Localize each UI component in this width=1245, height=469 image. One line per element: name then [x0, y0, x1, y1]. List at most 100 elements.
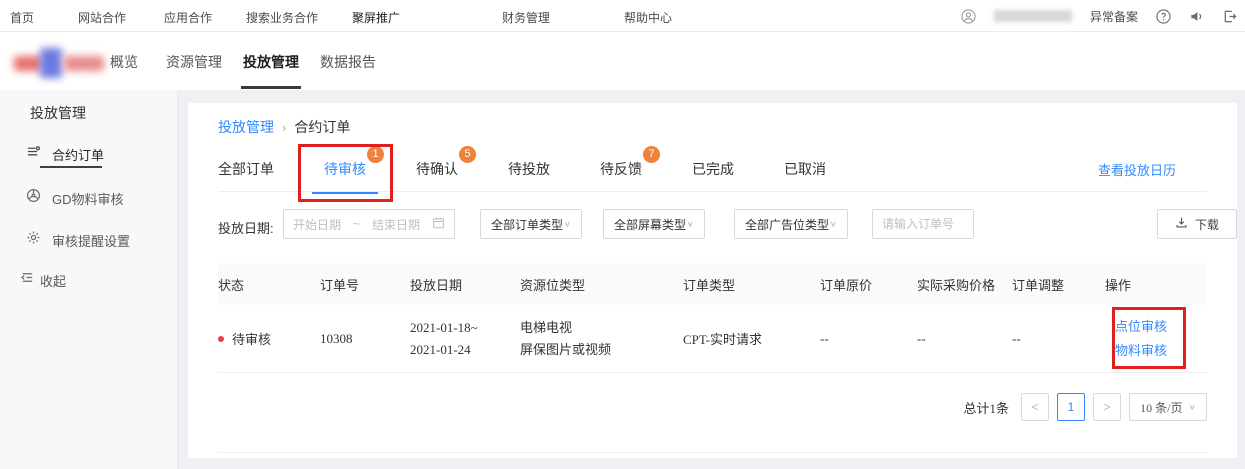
adslot-type-select[interactable]: 全部广告位类型 ∨	[734, 209, 848, 239]
delivery-date-cell: 2021-01-18~ 2021-01-24	[410, 319, 478, 357]
top-nav-help-center[interactable]: 帮助中心	[624, 11, 673, 25]
top-nav-website-coop[interactable]: 网站合作	[78, 11, 127, 25]
breadcrumb-contract-orders: 合约订单	[294, 119, 351, 135]
breadcrumb-delivery-mgmt[interactable]: 投放管理	[218, 119, 274, 135]
tab-cancelled[interactable]: 已取消	[784, 161, 826, 177]
collapse-icon	[20, 270, 35, 288]
tabs-divider	[218, 191, 1207, 192]
end-date-placeholder: 结束日期	[372, 217, 421, 232]
spot-review-link[interactable]: 点位审核	[1115, 318, 1168, 334]
tab-all-orders[interactable]: 全部订单	[218, 161, 274, 177]
top-nav-search-coop[interactable]: 搜索业务合作	[246, 11, 319, 25]
actions-cell: 点位审核 物料审核	[1105, 315, 1207, 363]
order-status-tabs: 全部订单 待审核 1 待确认 5 待投放 待反馈 7 已完成 已取消	[206, 146, 838, 194]
breadcrumb-separator: ›	[282, 119, 287, 135]
pagination-total: 总计1条	[963, 400, 1009, 416]
main-content-card: 投放管理 › 合约订单 全部订单 待审核 1 待确认 5 待投放 待反馈 7 已…	[188, 103, 1237, 458]
col-order-type: 订单类型	[683, 277, 736, 293]
col-delivery-date: 投放日期	[410, 277, 463, 293]
sidebar-collapse-button[interactable]: 收起	[0, 268, 178, 290]
col-resource-type: 资源位类型	[520, 277, 586, 293]
col-actual-price: 实际采购价格	[917, 277, 996, 293]
material-wheel-icon	[26, 188, 41, 206]
sidebar-item-contract-orders[interactable]: 合约订单	[0, 142, 178, 168]
start-date-placeholder: 开始日期	[293, 217, 342, 232]
download-button[interactable]: 下载	[1157, 209, 1237, 239]
bottom-divider	[218, 452, 1207, 453]
order-id-input[interactable]	[872, 209, 974, 239]
top-nav-right: 异常备案	[961, 0, 1237, 32]
chevron-down-icon: ∨	[686, 219, 694, 229]
app-nav-overview[interactable]: 概览	[110, 54, 138, 70]
actual-price-cell: --	[917, 330, 926, 346]
sidebar-item-gd-material-review[interactable]: GD物料审核	[0, 186, 178, 208]
tab-pending-delivery[interactable]: 待投放	[508, 161, 550, 177]
top-nav-juping-promo[interactable]: 聚屏推广	[352, 11, 401, 36]
date-range-separator: ~	[353, 217, 361, 231]
status-dot-icon	[218, 335, 224, 342]
chevron-down-icon: ∨	[563, 219, 571, 229]
top-nav-finance[interactable]: 财务管理	[502, 11, 551, 25]
tab-pending-review[interactable]: 待审核 1	[312, 146, 384, 194]
help-question-icon[interactable]	[1156, 8, 1171, 24]
badge-pending-confirm-count: 5	[459, 146, 476, 163]
table-row: 待审核 10308 2021-01-18~ 2021-01-24 电梯电视 屏保…	[218, 305, 1207, 373]
logo-blurred	[14, 48, 119, 78]
sidebar-collapse-label: 收起	[40, 274, 67, 289]
date-range-picker[interactable]: 开始日期 ~ 结束日期	[283, 209, 455, 239]
orders-table: 状态 订单号 投放日期 资源位类型 订单类型 订单原价 实际采购价格 订单调整 …	[218, 263, 1207, 373]
status-cell: 待审核	[218, 329, 320, 348]
sidebar-item-label: GD物料审核	[52, 192, 124, 207]
tab-completed[interactable]: 已完成	[692, 161, 734, 177]
sidebar-item-label: 审核提醒设置	[52, 234, 131, 249]
user-avatar-icon[interactable]	[961, 8, 976, 24]
order-type-cell: CPT-实时请求	[683, 332, 762, 347]
original-price-cell: --	[820, 330, 829, 346]
sidebar: 投放管理 合约订单 GD物料审核	[0, 90, 178, 469]
adjustment-cell: --	[1012, 330, 1021, 346]
user-name-blurred	[993, 10, 1072, 22]
app-nav-resource-mgmt[interactable]: 资源管理	[166, 54, 222, 70]
sound-speaker-icon[interactable]	[1189, 9, 1204, 24]
material-review-link[interactable]: 物料审核	[1115, 342, 1168, 358]
order-id-cell: 10308	[320, 330, 353, 346]
badge-pending-review-count: 1	[367, 146, 384, 163]
logout-icon[interactable]	[1222, 9, 1237, 24]
pagination: 总计1条 < 1 > 10 条/页 ∨	[963, 393, 1207, 421]
top-nav-bar: 首页 网站合作 应用合作 搜索业务合作 聚屏推广 财务管理 帮助中心 异常备案	[0, 0, 1245, 36]
filter-bar: 投放日期: 开始日期 ~ 结束日期 全部订单类型 ∨ 全部屏幕类型 ∨	[188, 209, 1237, 241]
tab-pending-confirm[interactable]: 待确认 5	[404, 146, 476, 194]
chevron-down-icon: ∨	[829, 219, 837, 229]
date-filter-label: 投放日期:	[218, 221, 274, 236]
tab-pending-feedback[interactable]: 待反馈 7	[588, 146, 660, 194]
app-nav-delivery-mgmt[interactable]: 投放管理	[241, 54, 301, 89]
download-icon	[1175, 216, 1188, 232]
abnormal-filing-link[interactable]: 异常备案	[1089, 9, 1138, 24]
sidebar-title: 投放管理	[30, 105, 86, 121]
col-original-price: 订单原价	[820, 277, 873, 293]
top-nav-home[interactable]: 首页	[10, 11, 35, 25]
table-header-row: 状态 订单号 投放日期 资源位类型 订单类型 订单原价 实际采购价格 订单调整 …	[218, 263, 1207, 305]
screen-type-select[interactable]: 全部屏幕类型 ∨	[603, 209, 705, 239]
sidebar-item-review-reminder-settings[interactable]: 审核提醒设置	[0, 228, 178, 250]
pagination-page-1[interactable]: 1	[1057, 393, 1085, 421]
chevron-down-icon: ∨	[1188, 402, 1196, 412]
top-nav-app-coop[interactable]: 应用合作	[164, 11, 213, 25]
pagination-prev-button[interactable]: <	[1021, 393, 1049, 421]
pagination-next-button[interactable]: >	[1093, 393, 1121, 421]
col-order-id: 订单号	[320, 277, 360, 293]
status-text: 待审核	[232, 332, 272, 347]
page-size-select[interactable]: 10 条/页 ∨	[1129, 393, 1207, 421]
order-type-select[interactable]: 全部订单类型 ∨	[480, 209, 582, 239]
app-nav-bar: 概览 资源管理 投放管理 数据报告	[0, 32, 1245, 90]
col-actions: 操作	[1105, 277, 1132, 293]
resource-type-cell: 电梯电视 屏保图片或视频	[520, 319, 612, 357]
sidebar-active-underline	[40, 166, 102, 168]
calendar-icon	[432, 216, 445, 232]
badge-pending-feedback-count: 7	[643, 146, 660, 163]
view-delivery-calendar-link[interactable]: 查看投放日历	[1098, 163, 1177, 178]
col-status: 状态	[218, 277, 245, 293]
breadcrumb: 投放管理 › 合约订单	[218, 117, 350, 137]
app-nav-data-report[interactable]: 数据报告	[320, 54, 376, 70]
